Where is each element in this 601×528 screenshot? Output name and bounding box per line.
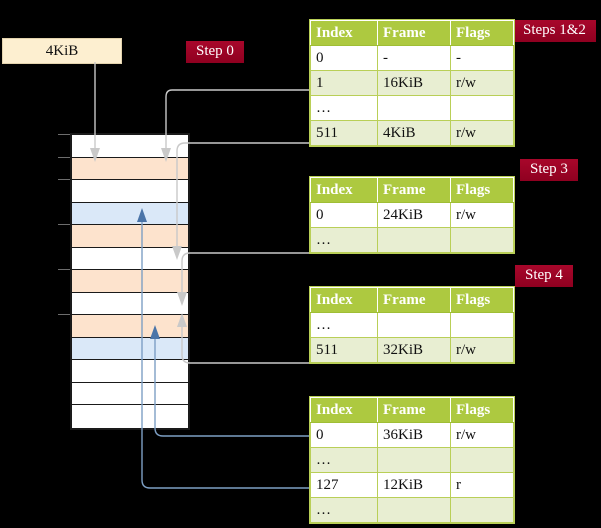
- memory-frame-row: [72, 315, 188, 338]
- memory-row-tick: [58, 269, 70, 270]
- memory-row-tick: [58, 314, 70, 315]
- memory-frame-row: [72, 292, 188, 315]
- table-cell-flags: [450, 227, 514, 253]
- source-frame-label: 4KiB: [45, 43, 79, 59]
- table-cell-frame: 12KiB: [377, 472, 451, 498]
- table-cell-index: …: [310, 447, 378, 473]
- table-row: …: [310, 497, 514, 523]
- memory-frame-row: [72, 202, 188, 225]
- column-header-index: Index: [310, 287, 378, 313]
- table-cell-frame: 4KiB: [377, 120, 451, 146]
- memory-frame-row: [72, 337, 188, 360]
- table-cell-flags: r/w: [450, 422, 514, 448]
- column-header-frame: Frame: [377, 287, 451, 313]
- memory-frame-row: [72, 247, 188, 270]
- table-cell-index: 511: [310, 337, 378, 363]
- table-cell-flags: r/w: [450, 120, 514, 146]
- table-cell-flags: [450, 95, 514, 121]
- step-badge-label: Step 3: [530, 161, 568, 177]
- table-cell-index: 1: [310, 70, 378, 96]
- table-row: …: [310, 312, 514, 338]
- table-cell-index: 127: [310, 472, 378, 498]
- memory-frame-row: [72, 360, 188, 383]
- table-cell-flags: r: [450, 472, 514, 498]
- table-cell-index: …: [310, 95, 378, 121]
- memory-frame-row: [72, 157, 188, 180]
- step-badge-label: Steps 1&2: [523, 22, 586, 38]
- column-header-index: Index: [310, 397, 378, 423]
- memory-row-tick: [58, 179, 70, 180]
- table-cell-index: …: [310, 312, 378, 338]
- table-cell-index: …: [310, 227, 378, 253]
- table-row: 0--: [310, 45, 514, 71]
- step-badge-step0: Step 0: [186, 41, 244, 63]
- table-cell-index: 0: [310, 202, 378, 228]
- table-cell-index: 0: [310, 45, 378, 71]
- table-row: …: [310, 95, 514, 121]
- table-cell-frame: [377, 497, 451, 523]
- memory-frame-row: [72, 180, 188, 203]
- step-badge-step3: Step 3: [520, 159, 578, 181]
- memory-frame-row: [72, 225, 188, 248]
- table-cell-flags: [450, 312, 514, 338]
- table-row: …: [310, 447, 514, 473]
- table-cell-frame: [377, 312, 451, 338]
- memory-frame-row: [72, 405, 188, 428]
- column-header-flags: Flags: [450, 177, 514, 203]
- column-header-index: Index: [310, 177, 378, 203]
- memory-row-tick: [58, 224, 70, 225]
- table-cell-index: …: [310, 497, 378, 523]
- step-badge-steps12: Steps 1&2: [513, 20, 596, 42]
- table-cell-index: 511: [310, 120, 378, 146]
- table-cell-flags: [450, 447, 514, 473]
- memory-row-tick: [58, 134, 70, 135]
- table-cell-index: 0: [310, 422, 378, 448]
- table-cell-frame: 16KiB: [377, 70, 451, 96]
- table-cell-frame: [377, 447, 451, 473]
- table-cell-frame: -: [377, 45, 451, 71]
- table-cell-frame: [377, 227, 451, 253]
- table-cell-flags: [450, 497, 514, 523]
- physical-memory-column: [70, 133, 190, 430]
- table-cell-frame: 32KiB: [377, 337, 451, 363]
- table-cell-flags: -: [450, 45, 514, 71]
- column-header-index: Index: [310, 20, 378, 46]
- column-header-flags: Flags: [450, 287, 514, 313]
- step-badge-step4: Step 4: [515, 265, 573, 287]
- step-badge-label: Step 4: [525, 267, 563, 283]
- memory-frame-row: [72, 135, 188, 158]
- column-header-frame: Frame: [377, 177, 451, 203]
- column-header-frame: Frame: [377, 20, 451, 46]
- table-cell-frame: 24KiB: [377, 202, 451, 228]
- table-cell-frame: [377, 95, 451, 121]
- memory-row-tick: [58, 156, 70, 158]
- column-header-flags: Flags: [450, 20, 514, 46]
- table-row: …: [310, 227, 514, 253]
- memory-frame-row: [72, 382, 188, 405]
- source-frame-box: 4KiB: [2, 38, 122, 64]
- step-badge-label: Step 0: [196, 43, 234, 59]
- table-cell-flags: r/w: [450, 202, 514, 228]
- memory-frame-row: [72, 270, 188, 293]
- table-cell-flags: r/w: [450, 337, 514, 363]
- table-cell-flags: r/w: [450, 70, 514, 96]
- table-cell-frame: 36KiB: [377, 422, 451, 448]
- column-header-flags: Flags: [450, 397, 514, 423]
- column-header-frame: Frame: [377, 397, 451, 423]
